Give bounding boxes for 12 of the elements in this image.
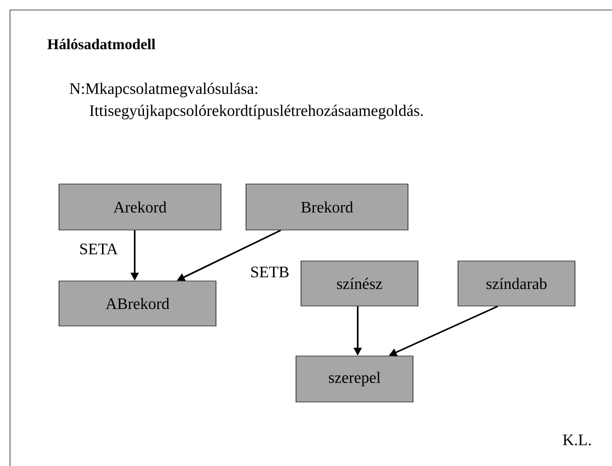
heading: Hálósadatmodell xyxy=(47,38,156,50)
text-line: Ittisegyújkapcsolórekordtípuslétrehozásaamegoldás. xyxy=(90,104,423,120)
record-box: színész xyxy=(300,260,418,306)
record-box: szerepel xyxy=(296,356,414,402)
edge-label: SETB xyxy=(249,266,290,278)
edge-label: SETA xyxy=(78,242,119,256)
text-line: K.L. xyxy=(562,434,591,446)
record-box: színdarab xyxy=(458,260,576,306)
record-box: Brekord xyxy=(246,184,408,230)
record-box: ABrekord xyxy=(58,280,216,326)
record-box: Arekord xyxy=(58,184,222,230)
text-line: N:Mkapcsolatmegvalósulása: xyxy=(70,82,258,98)
